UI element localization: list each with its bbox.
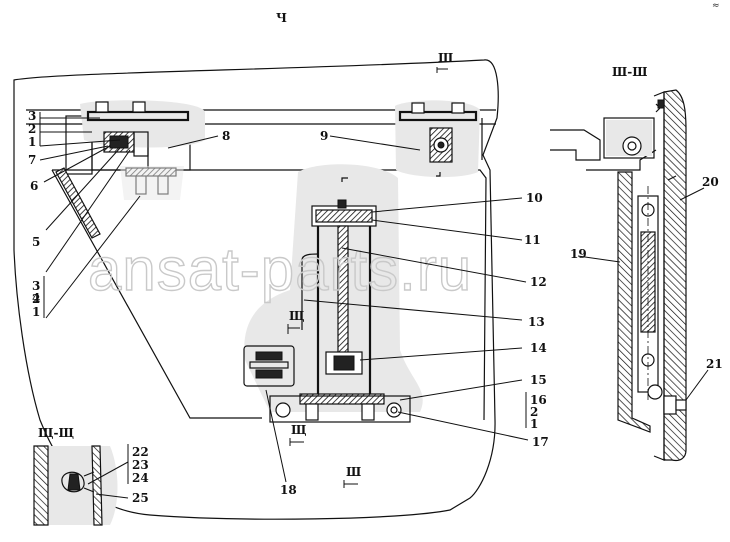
callout-2-mid: 2 bbox=[32, 292, 40, 306]
callout-5: 5 bbox=[32, 235, 40, 249]
marker-sh-top: Ш bbox=[438, 51, 453, 65]
callout-12: 12 bbox=[530, 275, 547, 289]
section-title-shch: Щ-Щ bbox=[38, 426, 74, 440]
switch-block bbox=[243, 345, 295, 387]
callout-9: 9 bbox=[320, 129, 328, 143]
callout-25: 25 bbox=[132, 491, 149, 505]
callout-18: 18 bbox=[280, 483, 297, 497]
section-markers: Ш Щ Щ Ш bbox=[287, 51, 453, 488]
callout-leaders bbox=[39, 112, 709, 499]
callout-7: 7 bbox=[28, 153, 36, 167]
callout-19: 19 bbox=[570, 247, 587, 261]
callout-16: 16 bbox=[530, 393, 547, 407]
callout-23: 23 bbox=[132, 458, 149, 472]
section-title-sh: Ш-Ш bbox=[612, 65, 647, 79]
callout-20: 20 bbox=[702, 175, 719, 189]
callout-1-mid: 1 bbox=[32, 305, 40, 319]
callout-17: 17 bbox=[532, 435, 549, 449]
callout-22: 22 bbox=[132, 445, 149, 459]
marker-shch-bottom: Щ bbox=[291, 423, 307, 437]
corner-mark: ≈ bbox=[712, 1, 720, 11]
callout-numbers: 3 2 1 7 6 5 4 3 2 1 8 9 10 11 12 13 14 1… bbox=[28, 109, 723, 505]
callout-6: 6 bbox=[30, 179, 38, 193]
callout-4: 4 bbox=[32, 291, 40, 305]
watermark: ansat-parts.ru bbox=[88, 236, 472, 303]
callout-2-top: 2 bbox=[28, 122, 36, 136]
callout-1-right: 1 bbox=[530, 417, 538, 431]
section-sh-view bbox=[550, 89, 687, 462]
callout-11: 11 bbox=[524, 233, 541, 247]
callout-21: 21 bbox=[706, 357, 723, 371]
upper-right-bracket bbox=[395, 100, 480, 178]
callout-3-mid: 3 bbox=[32, 279, 40, 293]
callout-13: 13 bbox=[528, 315, 545, 329]
callout-24: 24 bbox=[132, 471, 149, 485]
seal-strip bbox=[55, 167, 101, 239]
marker-sh-bottom: Ш bbox=[346, 465, 361, 479]
callout-8: 8 bbox=[222, 129, 230, 143]
section-shch-view bbox=[33, 445, 118, 526]
upper-left-bracket bbox=[80, 100, 205, 200]
callout-10: 10 bbox=[526, 191, 543, 205]
callout-3-top: 3 bbox=[28, 109, 36, 123]
callout-14: 14 bbox=[530, 341, 547, 355]
view-label: Ч bbox=[276, 11, 287, 25]
callout-1-top: 1 bbox=[28, 135, 36, 149]
callout-15: 15 bbox=[530, 373, 547, 387]
callout-2-right: 2 bbox=[530, 405, 538, 419]
marker-shch-left: Щ bbox=[289, 309, 305, 323]
